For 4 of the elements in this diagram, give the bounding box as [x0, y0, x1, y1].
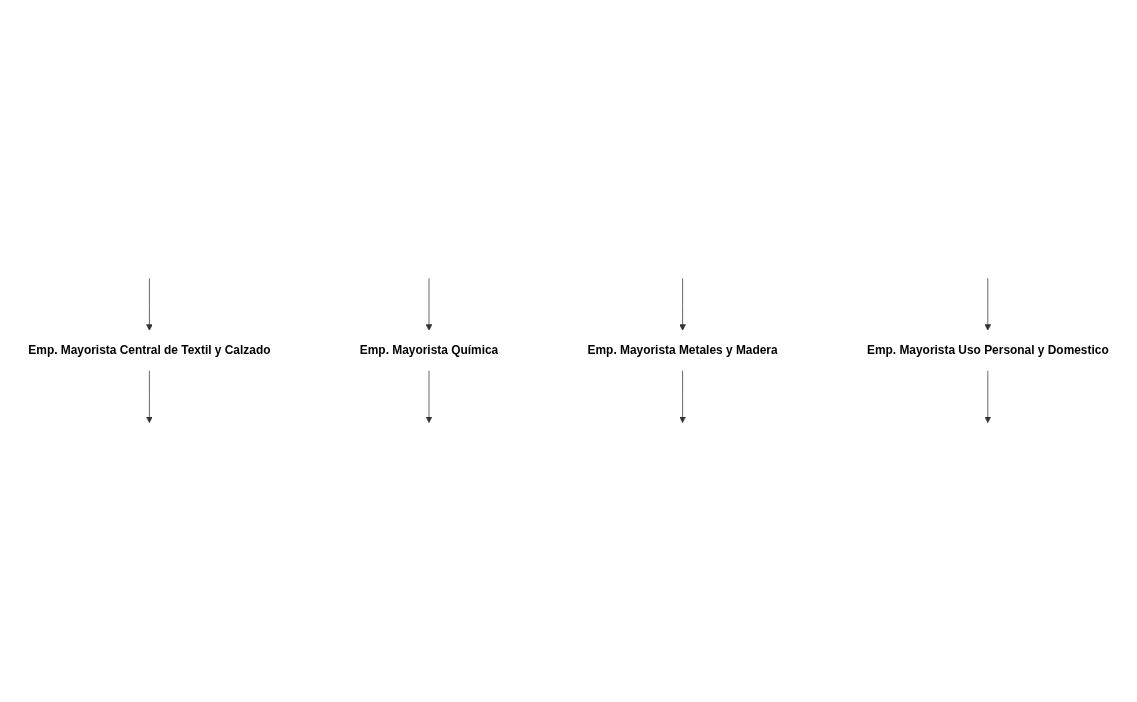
node-text: Emp. Mayorista Central de Textil y Calzado [28, 344, 271, 357]
node-text: Emp. Mayorista Química [359, 344, 499, 357]
node-text: Emp. Mayorista Metales y Madera [587, 344, 778, 357]
node-text: Emp. Mayorista Uso Personal y Domestico [866, 344, 1109, 357]
